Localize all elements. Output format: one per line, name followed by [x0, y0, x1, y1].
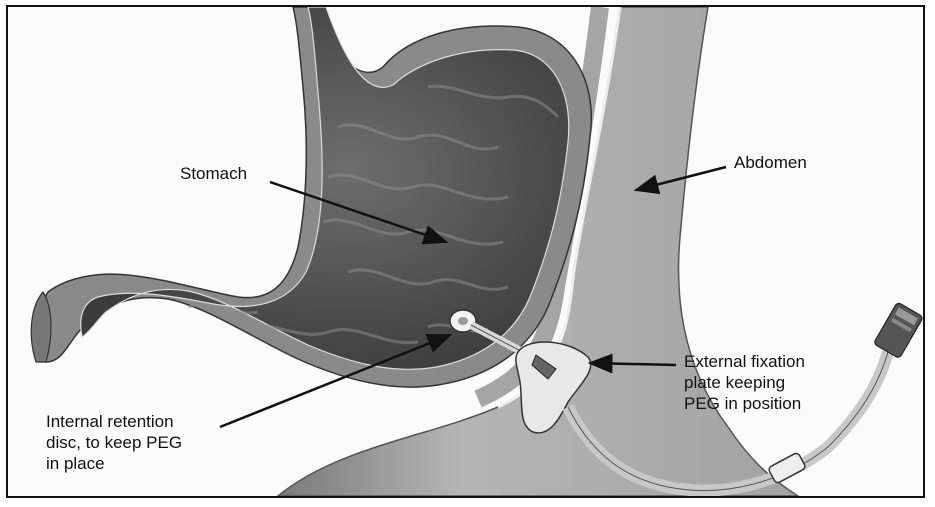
diagram-frame: Stomach Abdomen External fixation plate …: [6, 5, 925, 498]
tube-connector: [873, 302, 923, 359]
label-internal-line-1: Internal retention: [46, 411, 182, 432]
tube-clamp: [768, 452, 806, 484]
label-external-line-1: External fixation: [684, 351, 805, 372]
label-external-fixation: External fixation plate keeping PEG in p…: [684, 351, 805, 414]
label-abdomen: Abdomen: [734, 152, 807, 173]
pylorus-end: [31, 292, 51, 362]
label-internal-retention: Internal retention disc, to keep PEG in …: [46, 411, 182, 474]
label-stomach: Stomach: [180, 163, 247, 184]
label-external-line-3: PEG in position: [684, 393, 805, 414]
label-internal-line-2: disc, to keep PEG: [46, 432, 182, 453]
label-internal-line-3: in place: [46, 453, 182, 474]
label-external-line-2: plate keeping: [684, 372, 805, 393]
stomach-inner: [81, 7, 569, 369]
